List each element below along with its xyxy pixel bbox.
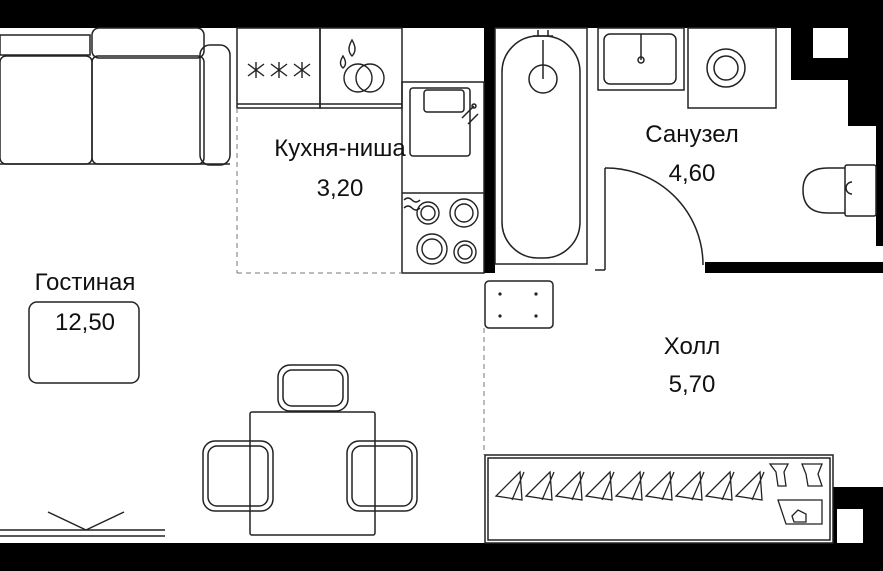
hall-cabinet-dots [498, 292, 538, 318]
chair-left [202, 440, 274, 512]
clothes-icon [768, 463, 823, 525]
living-name: Гостиная [35, 269, 136, 296]
sink [409, 87, 471, 157]
bathroom-left-wall [484, 28, 495, 273]
stove-icon [403, 197, 479, 265]
washbasin [597, 27, 685, 91]
right-bottom-column-inner [837, 509, 863, 543]
hall-area: 5,70 [669, 371, 716, 398]
bathroom-name: Санузел [645, 121, 739, 148]
hall-cabinet [484, 280, 554, 329]
kitchen-name: Кухня-ниша [274, 135, 406, 162]
sofa [0, 27, 231, 166]
window-symbol [0, 511, 165, 537]
right-top-column-2 [791, 58, 853, 80]
hangers-icon [494, 470, 765, 501]
kitchen-area: 3,20 [317, 175, 364, 202]
hall-name: Холл [664, 333, 721, 360]
bottom-wall [0, 543, 883, 571]
right-mid-wall [876, 126, 883, 246]
bathroom-bottom-wall [705, 262, 883, 273]
kitchen-zone-dashes [236, 108, 402, 274]
washing-machine [687, 27, 777, 109]
coffee-table [28, 301, 140, 384]
cooktop-stars [247, 62, 311, 78]
dining-set [202, 364, 418, 536]
dishwasher-icon [339, 38, 385, 93]
toilet [802, 164, 877, 217]
right-top-edge [848, 28, 883, 126]
wardrobe [484, 454, 834, 544]
living-area: 12,50 [55, 309, 115, 336]
kitchen-counter [236, 27, 403, 109]
bathroom-area: 4,60 [669, 160, 716, 187]
chair-top [277, 364, 349, 412]
top-wall [0, 0, 883, 28]
dining-table [249, 411, 376, 536]
bathtub [494, 27, 588, 265]
bathroom-door [595, 167, 704, 271]
kitchen-unit [401, 81, 485, 274]
chair-right [346, 440, 418, 512]
